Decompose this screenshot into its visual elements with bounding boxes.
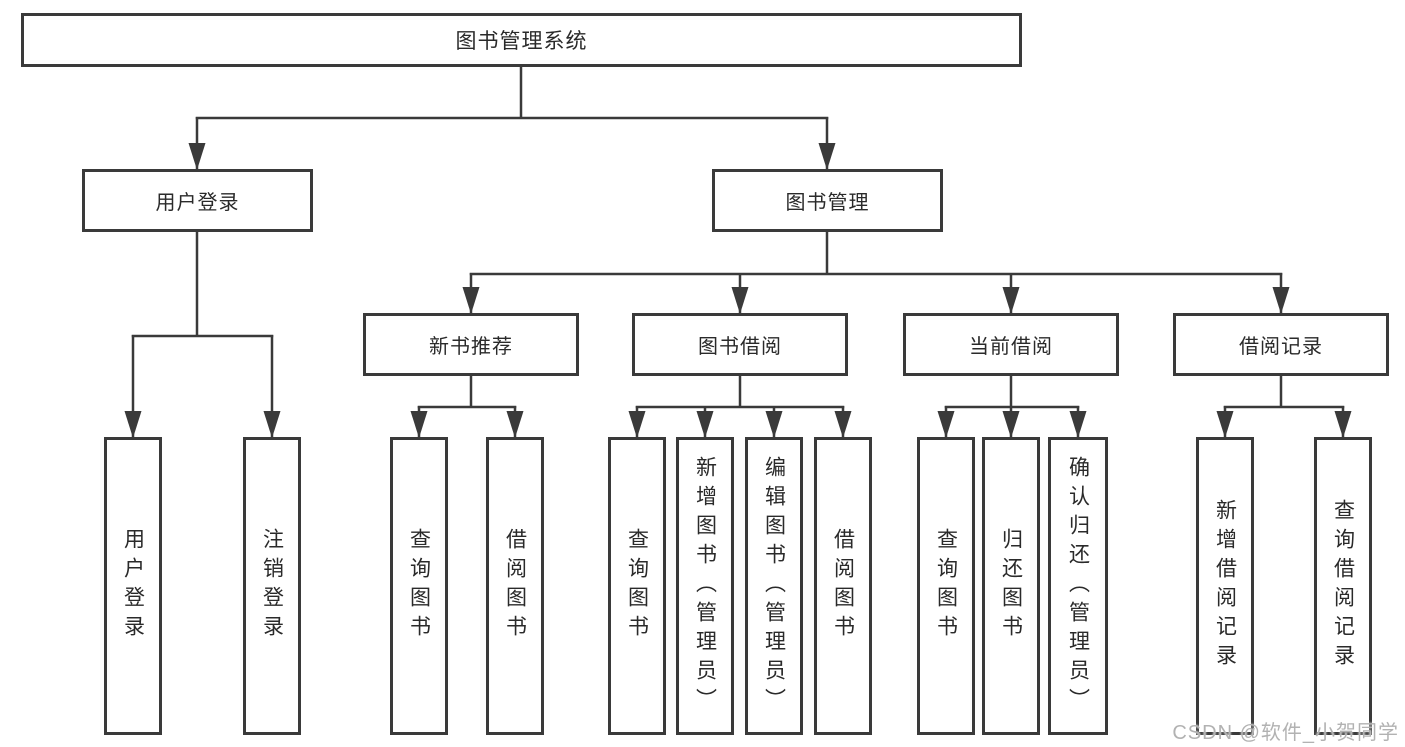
leaf-edit-books-admin: 编辑图书（管理员） (745, 437, 803, 735)
leaf-confirm-return-admin: 确认归还（管理员） (1048, 437, 1108, 735)
leaf-label: 新增图书（管理员） (693, 455, 717, 717)
node-label: 图书管理系统 (455, 30, 588, 53)
leaf-label: 新增借阅记录 (1213, 499, 1237, 673)
leaf-label: 确认归还（管理员） (1066, 455, 1090, 717)
leaf-borrow-books-recommend: 借阅图书 (486, 437, 544, 735)
leaf-label: 查询借阅记录 (1331, 499, 1355, 673)
node-label: 图书借阅 (698, 336, 782, 358)
node-borrowing-records: 借阅记录 (1173, 313, 1389, 376)
node-label: 图书管理 (785, 192, 870, 214)
leaf-label: 归还图书 (999, 528, 1023, 644)
node-new-book-recommendation: 新书推荐 (363, 313, 579, 376)
leaf-logout: 注销登录 (243, 437, 301, 735)
leaf-label: 查询图书 (934, 528, 958, 644)
leaf-label: 注销登录 (260, 528, 284, 644)
leaf-label: 用户登录 (121, 528, 145, 644)
leaf-return-books: 归还图书 (982, 437, 1040, 735)
node-label: 新书推荐 (429, 336, 513, 358)
node-library-management-system: 图书管理系统 (21, 13, 1022, 67)
node-label: 当前借阅 (969, 336, 1053, 358)
leaf-query-books-current: 查询图书 (917, 437, 975, 735)
node-book-borrowing: 图书借阅 (632, 313, 848, 376)
csdn-watermark: CSDN @软件_小贺同学 (1172, 722, 1399, 744)
leaf-user-login: 用户登录 (104, 437, 162, 735)
leaf-query-borrow-record: 查询借阅记录 (1314, 437, 1372, 735)
leaf-label: 借阅图书 (503, 528, 527, 644)
leaf-add-borrow-record: 新增借阅记录 (1196, 437, 1254, 735)
node-label: 借阅记录 (1239, 336, 1323, 358)
node-current-borrowing: 当前借阅 (903, 313, 1119, 376)
node-book-management: 图书管理 (712, 169, 943, 232)
node-user-login: 用户登录 (82, 169, 313, 232)
leaf-label: 借阅图书 (831, 528, 855, 644)
leaf-add-books-admin: 新增图书（管理员） (676, 437, 734, 735)
leaf-label: 查询图书 (625, 528, 649, 644)
leaf-borrow-books: 借阅图书 (814, 437, 872, 735)
leaf-query-books-borrowing: 查询图书 (608, 437, 666, 735)
node-label: 用户登录 (155, 192, 240, 214)
leaf-label: 编辑图书（管理员） (762, 455, 786, 717)
leaf-query-books-recommend: 查询图书 (390, 437, 448, 735)
leaf-label: 查询图书 (407, 528, 431, 644)
